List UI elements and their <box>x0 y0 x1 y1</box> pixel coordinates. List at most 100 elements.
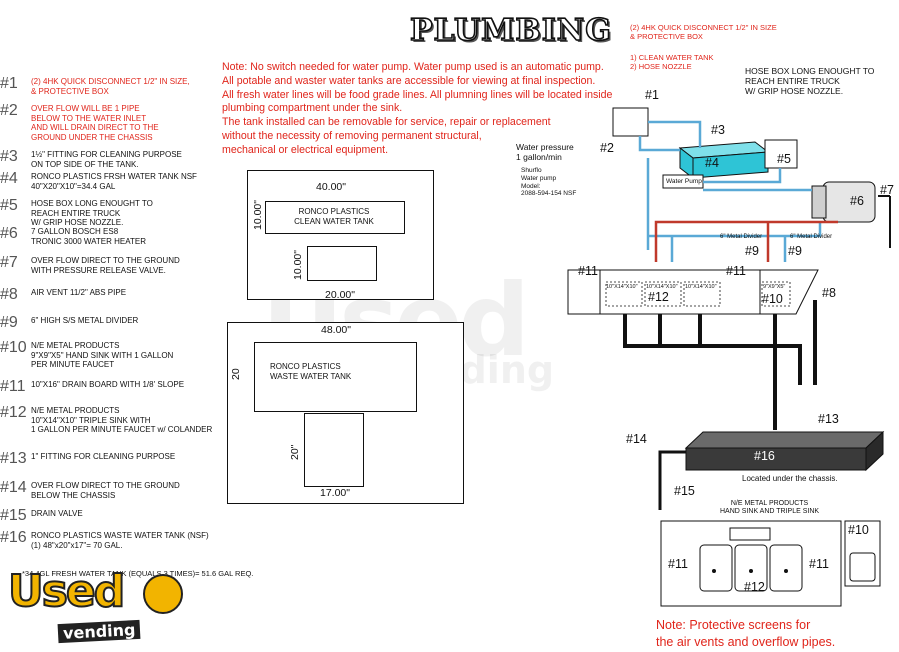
legend-number: #14 <box>0 479 27 496</box>
chassis-note: Located under the chassis. <box>742 474 838 483</box>
cold-line-a <box>638 136 680 152</box>
bottom-note: Note: Protective screens for the air ven… <box>656 618 836 649</box>
faucet-bar <box>729 527 771 541</box>
tag-9a: #9 <box>745 244 759 258</box>
clean-tank-label: RONCO PLASTICS CLEAN WATER TANK <box>294 207 374 226</box>
water-pressure-note: Water pressure 1 gallon/min <box>516 142 574 162</box>
hot-line-a <box>654 220 838 262</box>
legend-number: #2 <box>0 102 18 119</box>
sink-assembly <box>567 269 819 315</box>
tag-11a: #11 <box>578 264 598 278</box>
tag-3: #3 <box>711 123 725 137</box>
legend-text: OVER FLOW DIRECT TO THE GROUND WITH PRES… <box>31 256 180 275</box>
legend-text: 10"X16" DRAIN BOARD WITH 1/8' SLOPE <box>31 380 185 389</box>
water-heater-cap <box>811 185 827 219</box>
legend-text: RONCO PLASTICS WASTE WATER TANK (NSF) (1… <box>31 531 209 550</box>
waste-tank-side <box>865 430 884 472</box>
tag-bottom-11b: #11 <box>809 557 829 571</box>
waste-overflow-pipe <box>658 450 686 510</box>
waste-tank-width: 48.00" <box>321 324 352 336</box>
sink-bowl-1 <box>699 544 733 592</box>
tag-8: #8 <box>822 286 836 300</box>
legend-number: #11 <box>0 378 26 395</box>
metal-divider-label-1: 6" Metal Divider <box>720 234 763 240</box>
tag-6: #6 <box>850 194 864 208</box>
tag-2: #2 <box>600 141 614 155</box>
sink-title: N/E METAL PRODUCTS HAND SINK AND TRIPLE … <box>720 500 820 516</box>
cold-line-d <box>703 168 782 184</box>
legend-number: #8 <box>0 286 18 303</box>
sink-basin-b <box>644 281 682 307</box>
pig-icon <box>143 574 183 614</box>
tag-4: #4 <box>705 156 719 170</box>
water-heater <box>822 181 876 223</box>
legend-text: OVER FLOW DIRECT TO THE GROUND BELOW THE… <box>31 481 180 500</box>
tag-7: #7 <box>880 183 894 197</box>
legend-number: #13 <box>0 450 27 467</box>
legend-text: 6" HIGH S/S METAL DIVIDER <box>31 316 139 325</box>
waste-tank-label: RONCO PLASTICS WASTE WATER TANK <box>270 362 352 381</box>
hose-box-note: HOSE BOX LONG ENOUGHT TO REACH ENTIRE TR… <box>745 66 875 96</box>
quick-disconnect-box <box>612 107 649 137</box>
waste-tank-face <box>254 342 417 412</box>
tag-bottom-10: #10 <box>848 523 869 537</box>
waste-tank-depth-width: 17.00" <box>320 487 351 499</box>
cold-line-b <box>648 120 702 148</box>
waste-tank-side <box>304 413 364 487</box>
brand-logo-used: Used <box>7 565 126 618</box>
tag-13: #13 <box>818 412 839 426</box>
sink-basin-a <box>605 281 643 307</box>
drain-line-a <box>623 314 802 385</box>
legend-number: #5 <box>0 197 18 214</box>
legend-number: #9 <box>0 314 18 331</box>
legend-number: #1 <box>0 75 18 92</box>
pump-spec: Shurflo Water pump Model: 2088-594-154 N… <box>521 167 577 198</box>
legend-text: DRAIN VALVE <box>31 509 83 518</box>
drain-dot-2 <box>749 569 753 573</box>
hand-sink-basin <box>761 281 791 307</box>
legend-text: RONCO PLASTICS FRSH WATER TANK NSF 40"X2… <box>31 172 197 191</box>
tag-9b: #9 <box>788 244 802 258</box>
metal-divider-label-2: 6" Metal Divider <box>790 234 833 240</box>
legend-text: OVER FLOW WILL BE 1 PIPE BELOW TO THE WA… <box>31 104 159 142</box>
legend-number: #16 <box>0 529 27 546</box>
fresh-tank-front <box>692 151 769 179</box>
legend-text: HOSE BOX LONG ENOUGHT TO REACH ENTIRE TR… <box>31 199 153 228</box>
tag-5: #5 <box>777 152 791 166</box>
legend-number: #6 <box>0 225 18 242</box>
hand-sink-bowl <box>849 552 876 582</box>
tag-bottom-12: #12 <box>744 580 765 594</box>
clean-tank-depth-width: 20.00" <box>325 289 356 301</box>
quick-disconnect-note: (2) 4HK QUICK DISCONNECT 1/2" IN SIZE & … <box>630 23 777 41</box>
clean-tank-width: 40.00" <box>316 181 347 193</box>
hand-sink-size: 9"X9"X5" <box>763 284 786 290</box>
tag-14: #14 <box>626 432 647 446</box>
legend-number: #4 <box>0 170 18 187</box>
waste-tank-top <box>684 431 885 449</box>
page-title: PLUMBING <box>409 13 612 49</box>
legend-number: #7 <box>0 254 18 271</box>
legend-text: N/E METAL PRODUCTS 10"X14"X10" TRIPLE SI… <box>31 406 213 435</box>
tag-15: #15 <box>674 484 695 498</box>
tag-16: #16 <box>754 449 775 463</box>
sink-size-a: 10"X14"X10" <box>606 284 638 290</box>
tag-12: #12 <box>648 290 669 304</box>
sink-size-c: 10"X14"X10" <box>685 284 717 290</box>
footnote: *34.4GL FRESH WATER TANK (EQUALS 3 TIMES… <box>22 569 254 578</box>
hose-box <box>764 139 798 169</box>
clean-tank-side <box>307 246 377 281</box>
legend-text: AIR VENT 11/2" ABS PIPE <box>31 288 127 297</box>
top-note: Note: No switch needed for water pump. W… <box>222 61 613 156</box>
legend-text: 1½" FITTING FOR CLEANING PURPOSE ON TOP … <box>31 150 182 169</box>
legend-text: N/E METAL PRODUCTS 9"X9"X5" HAND SINK WI… <box>31 341 174 370</box>
legend-text: 7 GALLON BOSCH ES8 TRONIC 3000 WATER HEA… <box>31 227 146 246</box>
tag-10: #10 <box>762 292 783 306</box>
tank-list-note: 1) CLEAN WATER TANK 2) HOSE NOZZLE <box>630 53 714 71</box>
sink-bowl-3 <box>769 544 803 592</box>
water-pump-label: Water Pump <box>666 178 702 185</box>
tag-1: #1 <box>645 88 659 102</box>
legend-number: #12 <box>0 404 27 421</box>
tag-11b: #11 <box>726 264 746 278</box>
legend-number: #3 <box>0 148 18 165</box>
